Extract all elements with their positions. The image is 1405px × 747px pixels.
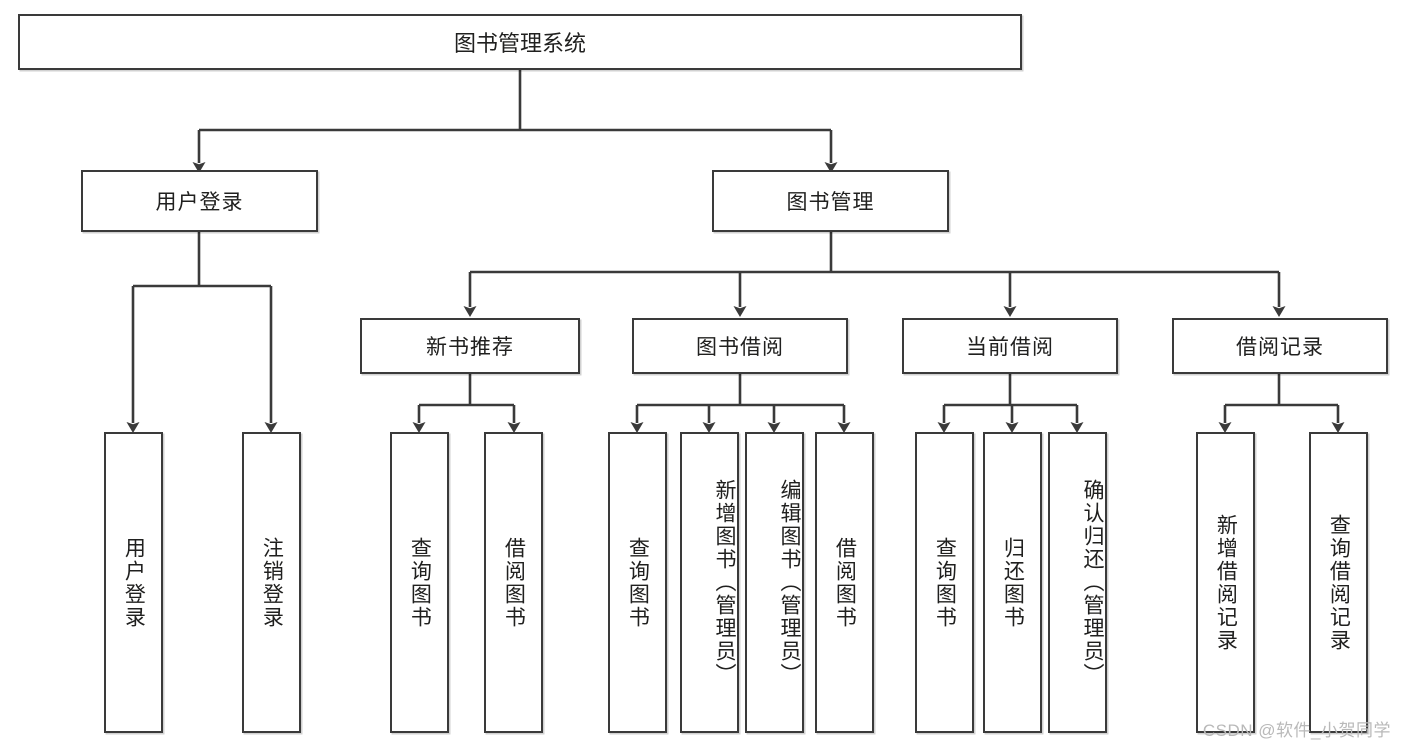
leaf-query-borrow-record[interactable]: 查询借阅记录 <box>1309 432 1368 733</box>
leaf-return-book[interactable]: 归还图书 <box>983 432 1042 733</box>
node-root[interactable]: 图书管理系统 <box>18 14 1022 70</box>
node-user-login-label: 用户登录 <box>155 191 244 214</box>
node-borrow-record[interactable]: 借阅记录 <box>1172 318 1388 374</box>
node-root-label: 图书管理系统 <box>453 31 586 56</box>
node-borrow-record-label: 借阅记录 <box>1236 336 1324 359</box>
leaf-user-login-label: 用户登录 <box>122 536 146 629</box>
node-book-management[interactable]: 图书管理 <box>712 170 949 232</box>
leaf-edit-book-admin-label: 编辑图书（管理员） <box>778 479 801 686</box>
leaf-query-book-current-label: 查询图书 <box>933 536 957 629</box>
leaf-borrow-book-recommend-label: 借阅图书 <box>502 536 526 629</box>
node-current-borrow-label: 当前借阅 <box>966 336 1054 359</box>
leaf-borrow-book-label: 借阅图书 <box>833 536 857 629</box>
watermark: CSDN @软件_小贺同学 <box>1202 721 1391 740</box>
leaf-add-borrow-record-label: 新增借阅记录 <box>1214 513 1238 652</box>
leaf-query-book-borrow-label: 查询图书 <box>626 536 650 629</box>
node-book-borrow[interactable]: 图书借阅 <box>632 318 848 374</box>
node-new-book-recommend-label: 新书推荐 <box>426 336 514 359</box>
leaf-user-login[interactable]: 用户登录 <box>104 432 163 733</box>
leaf-query-book-current[interactable]: 查询图书 <box>915 432 974 733</box>
leaf-query-book-borrow[interactable]: 查询图书 <box>608 432 667 733</box>
leaf-return-book-label: 归还图书 <box>1001 536 1025 629</box>
leaf-borrow-book-recommend[interactable]: 借阅图书 <box>484 432 543 733</box>
leaf-edit-book-admin[interactable]: 编辑图书（管理员） <box>745 432 804 733</box>
leaf-query-borrow-record-label: 查询借阅记录 <box>1327 513 1351 652</box>
leaf-add-book-admin-label: 新增图书（管理员） <box>713 479 736 686</box>
leaf-query-book-recommend-label: 查询图书 <box>408 536 432 629</box>
leaf-query-book-recommend[interactable]: 查询图书 <box>390 432 449 733</box>
node-current-borrow[interactable]: 当前借阅 <box>902 318 1118 374</box>
leaf-borrow-book[interactable]: 借阅图书 <box>815 432 874 733</box>
leaf-confirm-return-admin-label: 确认归还（管理员） <box>1081 479 1104 686</box>
leaf-logout-label: 注销登录 <box>260 536 284 629</box>
node-book-management-label: 图书管理 <box>786 191 875 214</box>
node-book-borrow-label: 图书借阅 <box>696 336 784 359</box>
leaf-logout[interactable]: 注销登录 <box>242 432 301 733</box>
leaf-confirm-return-admin[interactable]: 确认归还（管理员） <box>1048 432 1107 733</box>
node-user-login[interactable]: 用户登录 <box>81 170 318 232</box>
node-new-book-recommend[interactable]: 新书推荐 <box>360 318 580 374</box>
leaf-add-borrow-record[interactable]: 新增借阅记录 <box>1196 432 1255 733</box>
leaf-add-book-admin[interactable]: 新增图书（管理员） <box>680 432 739 733</box>
